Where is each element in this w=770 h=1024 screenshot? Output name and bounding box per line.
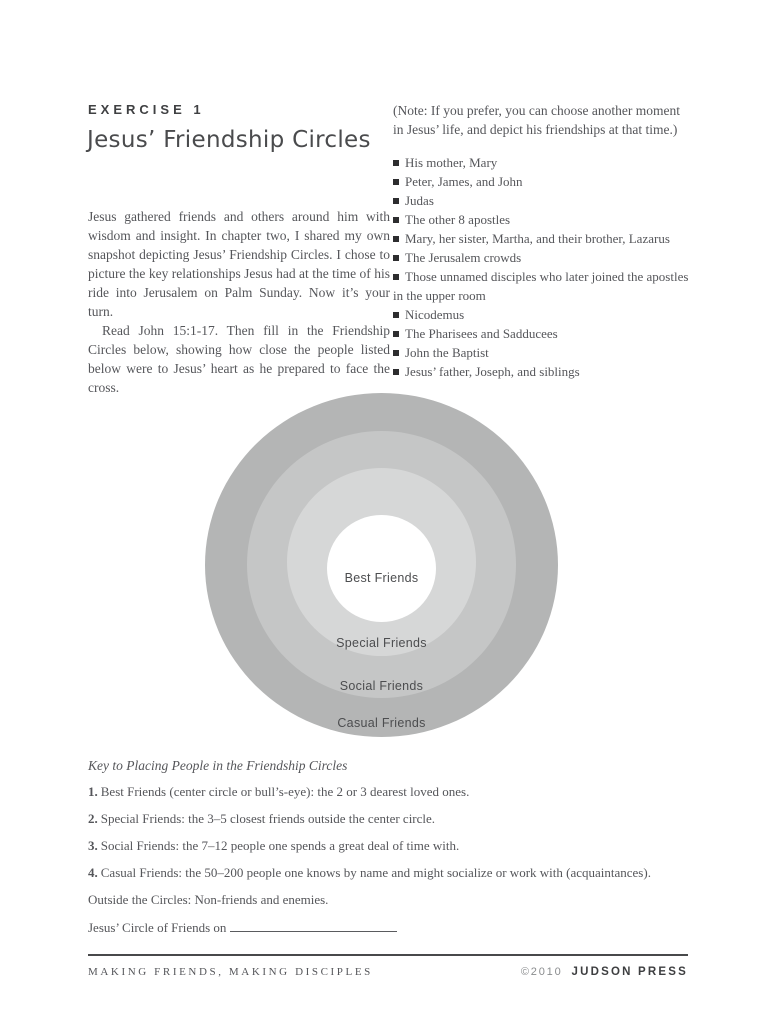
footer-publisher: JUDSON PRESS xyxy=(571,966,688,978)
ring-label-special-friends: Special Friends xyxy=(336,636,427,650)
people-list-item: Peter, James, and John xyxy=(393,172,693,191)
people-list-item: Mary, her sister, Martha, and their brot… xyxy=(393,229,693,248)
footer-book-title: MAKING FRIENDS, MAKING DISCIPLES xyxy=(88,966,373,978)
intro-paragraph-1: Jesus gathered friends and others around… xyxy=(88,209,390,319)
people-list-item: Nicodemus xyxy=(393,305,693,324)
key-item-text: Casual Friends: the 50–200 people one kn… xyxy=(100,865,651,880)
key-item: 2.Special Friends: the 3–5 closest frien… xyxy=(88,812,728,826)
key-item: 1.Best Friends (center circle or bull’s-… xyxy=(88,785,728,799)
people-list-item: The Jerusalem crowds xyxy=(393,248,693,267)
footer-divider xyxy=(88,954,688,956)
people-list-item: The Pharisees and Sadducees xyxy=(393,324,693,343)
key-heading: Key to Placing People in the Friendship … xyxy=(88,758,348,773)
key-section: Key to Placing People in the Friendship … xyxy=(88,758,728,948)
key-item: 3.Social Friends: the 7–12 people one sp… xyxy=(88,839,728,853)
note-text: (Note: If you prefer, you can choose ano… xyxy=(393,103,680,137)
circle-best-friends xyxy=(327,515,436,622)
fill-in-blank-line xyxy=(230,920,398,932)
person-name: Those unnamed disciples who later joined… xyxy=(393,269,689,303)
footer: MAKING FRIENDS, MAKING DISCIPLES ©2010 JU… xyxy=(88,962,688,980)
square-bullet-icon xyxy=(393,160,399,166)
person-name: John the Baptist xyxy=(405,345,489,360)
person-name: His mother, Mary xyxy=(405,155,498,170)
person-name: Jesus’ father, Joseph, and siblings xyxy=(405,364,580,379)
footer-imprint: ©2010 JUDSON PRESS xyxy=(521,962,688,980)
ring-label-best-friends: Best Friends xyxy=(344,571,419,585)
person-name: The Pharisees and Sadducees xyxy=(405,326,558,341)
square-bullet-icon xyxy=(393,274,399,280)
exercise-label: EXERCISE 1 xyxy=(88,102,205,117)
people-list-item: His mother, Mary xyxy=(393,153,693,172)
key-item-number: 3. xyxy=(88,838,98,853)
square-bullet-icon xyxy=(393,369,399,375)
square-bullet-icon xyxy=(393,217,399,223)
people-list-item: John the Baptist xyxy=(393,343,693,362)
ring-label-social-friends: Social Friends xyxy=(339,679,424,693)
square-bullet-icon xyxy=(393,236,399,242)
people-list-item: Jesus’ father, Joseph, and siblings xyxy=(393,362,693,381)
key-outside-circles: Outside the Circles: Non-friends and ene… xyxy=(88,892,329,907)
people-list-item: Those unnamed disciples who later joined… xyxy=(393,267,693,305)
intro-paragraph-2: Read John 15:1-17. Then fill in the Frie… xyxy=(88,323,390,395)
person-name: The other 8 apostles xyxy=(405,212,511,227)
person-name: Nicodemus xyxy=(405,307,465,322)
square-bullet-icon xyxy=(393,179,399,185)
person-name: Peter, James, and John xyxy=(405,174,523,189)
key-item-number: 4. xyxy=(88,865,98,880)
key-item: 4.Casual Friends: the 50–200 people one … xyxy=(88,866,728,880)
people-list-item: Judas xyxy=(393,191,693,210)
ring-label-casual-friends: Casual Friends xyxy=(337,716,426,730)
fill-in-label: Jesus’ Circle of Friends on xyxy=(88,920,227,935)
people-list-item: The other 8 apostles xyxy=(393,210,693,229)
person-name: Mary, her sister, Martha, and their brot… xyxy=(405,231,670,246)
square-bullet-icon xyxy=(393,331,399,337)
page-title: Jesus’ Friendship Circles xyxy=(87,127,371,153)
key-item-number: 1. xyxy=(88,784,98,799)
key-item-text: Special Friends: the 3–5 closest friends… xyxy=(100,811,436,826)
square-bullet-icon xyxy=(393,255,399,261)
key-items: 1.Best Friends (center circle or bull’s-… xyxy=(88,785,728,880)
key-item-text: Social Friends: the 7–12 people one spen… xyxy=(100,838,460,853)
key-item-number: 2. xyxy=(88,811,98,826)
intro-text-block: Jesus gathered friends and others around… xyxy=(88,207,390,397)
person-name: Judas xyxy=(405,193,434,208)
key-item-text: Best Friends (center circle or bull’s-ey… xyxy=(100,784,470,799)
fill-in-row: Jesus’ Circle of Friends on xyxy=(88,920,728,935)
square-bullet-icon xyxy=(393,312,399,318)
person-name: The Jerusalem crowds xyxy=(405,250,522,265)
footer-copyright: ©2010 xyxy=(520,966,563,978)
square-bullet-icon xyxy=(393,350,399,356)
square-bullet-icon xyxy=(393,198,399,204)
